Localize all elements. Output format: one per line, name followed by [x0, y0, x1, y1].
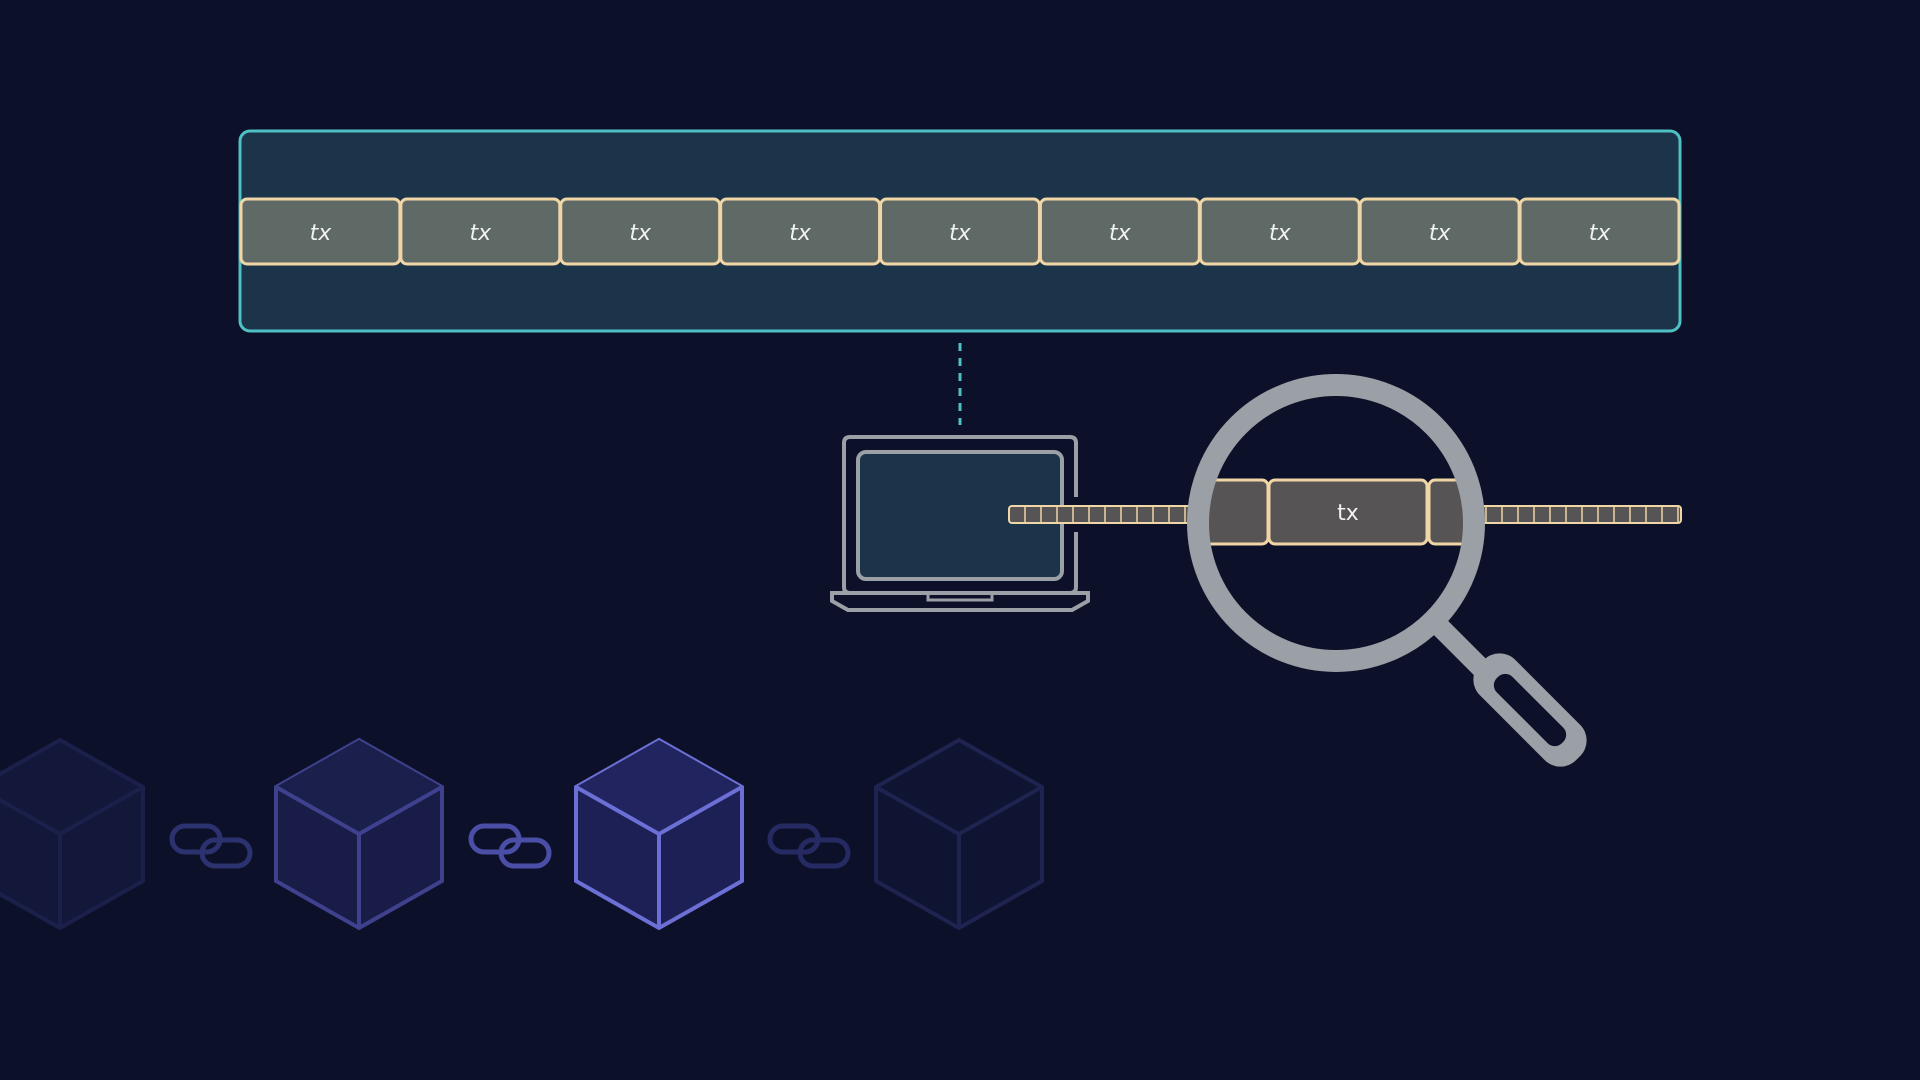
transaction-label: tx: [1589, 221, 1612, 246]
transaction-box: tx: [239, 197, 402, 266]
magnified-transaction-label: tx: [1337, 501, 1359, 526]
blockchain: [0, 737, 1044, 931]
cube-icon: [574, 737, 744, 931]
transaction-label: tx: [1269, 221, 1292, 246]
mini-transaction-strip-right: [1469, 505, 1682, 524]
transaction-label: tx: [629, 221, 652, 246]
transaction-box: tx: [559, 197, 722, 266]
transaction-label: tx: [949, 221, 972, 246]
transaction-box: tx: [1198, 197, 1361, 266]
transaction-label: tx: [1109, 221, 1132, 246]
transaction-box: tx: [719, 197, 882, 266]
transaction-box: tx: [879, 197, 1041, 266]
transaction-label: tx: [310, 221, 333, 246]
magnified-view: tx: [1208, 478, 1464, 546]
chain-link-icon: [169, 823, 253, 869]
mini-transaction-strip-left: [1008, 505, 1201, 524]
chain-link-icon: [468, 823, 552, 869]
cube-icon: [874, 737, 1044, 931]
magnified-transaction-box: [1267, 478, 1429, 546]
transaction-row: tx tx tx tx tx tx tx tx tx: [239, 197, 1681, 266]
laptop-icon: [830, 435, 1090, 612]
transaction-box: tx: [399, 197, 562, 266]
cube-icon: [274, 737, 444, 931]
cube-icon: [0, 737, 145, 931]
transaction-label: tx: [789, 221, 812, 246]
magnifying-glass-icon: [1187, 374, 1587, 767]
transaction-box: tx: [1038, 197, 1201, 266]
chain-link-icon: [767, 823, 851, 869]
transaction-label: tx: [1429, 221, 1452, 246]
transaction-box: tx: [1358, 197, 1521, 266]
transaction-box: tx: [1518, 197, 1681, 266]
transaction-label: tx: [470, 221, 493, 246]
